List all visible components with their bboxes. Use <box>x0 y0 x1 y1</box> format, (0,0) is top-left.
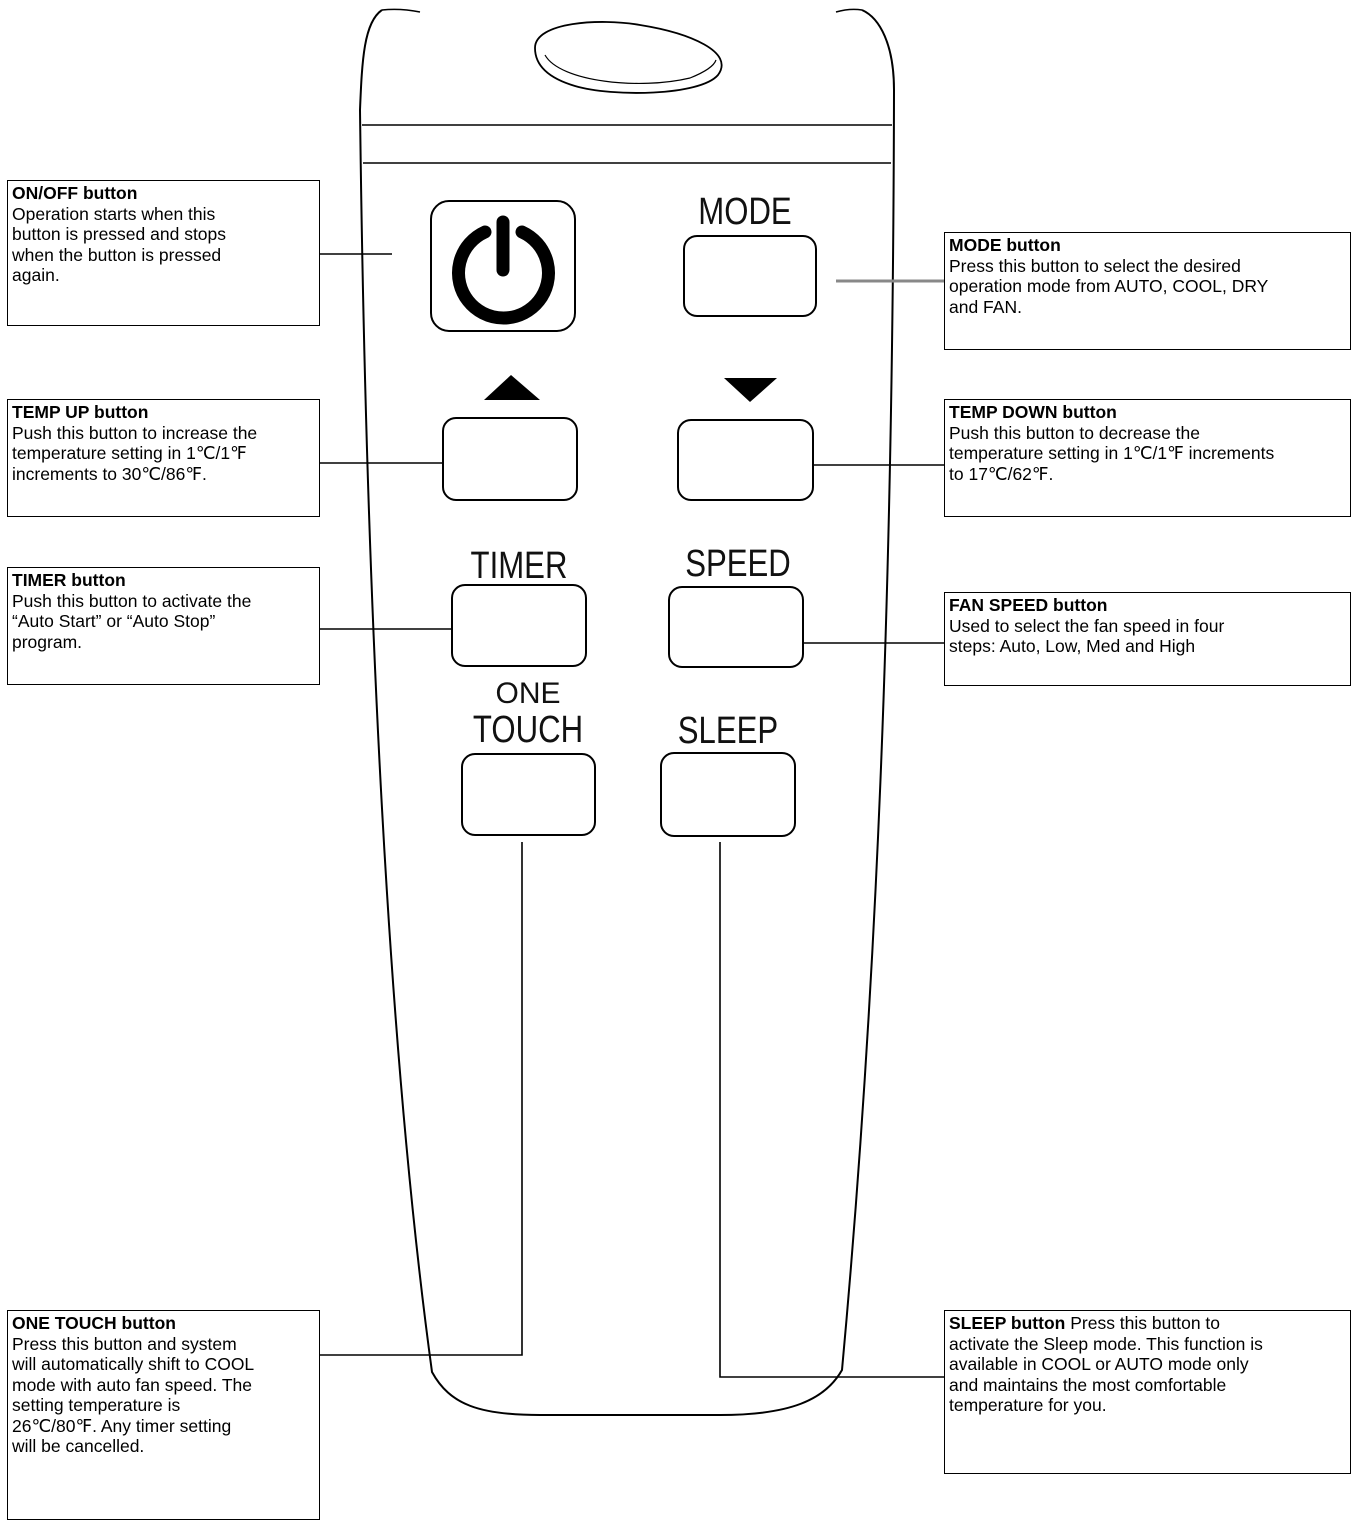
callout-line: will automatically shift to COOL <box>12 1354 255 1374</box>
sleep-label: SLEEP <box>678 710 778 752</box>
callout-line: and FAN. <box>949 296 1022 317</box>
on-off-callout: ON/OFF button Operation starts when this… <box>7 180 320 326</box>
leader-lines <box>320 253 944 1378</box>
callout-line: to 17℃/62℉. <box>949 463 1054 484</box>
callout-line: Operation starts when this <box>12 203 216 224</box>
callout-line: Push this button to increase the <box>12 422 258 443</box>
temp-up-callout-title: TEMP UP button <box>12 402 149 422</box>
callout-line: operation mode from AUTO, COOL, DRY <box>949 276 1269 296</box>
temp-down-callout: TEMP DOWN button Push this button to dec… <box>944 399 1351 517</box>
callout-line: increments to 30℃/86℉. <box>12 463 207 484</box>
fan-speed-callout: FAN SPEED button Used to select the fan … <box>944 592 1351 686</box>
fan-speed-callout-title: FAN SPEED button <box>949 595 1108 615</box>
callout-line: setting temperature is <box>12 1395 181 1415</box>
callout-line: when the button is pressed <box>12 244 222 265</box>
sleep-callout-first-line: SLEEP button Press this button to <box>949 1313 1346 1334</box>
one-touch-callout: ONE TOUCH button Press this button and s… <box>7 1310 320 1520</box>
temp-up-callout: TEMP UP button Push this button to incre… <box>7 399 320 517</box>
callout-line: temperature for you. <box>949 1395 1107 1415</box>
callout-line: Press this button to select the desired <box>949 255 1241 276</box>
sleep-button[interactable] <box>660 752 796 837</box>
callout-line: and maintains the most comfortable <box>949 1374 1227 1395</box>
power-icon <box>452 225 555 325</box>
callout-line: Push this button to decrease the <box>949 422 1200 443</box>
callout-line: temperature setting in 1℃/1℉ <box>12 443 247 463</box>
temp-up-button[interactable] <box>442 417 578 501</box>
down-arrow-icon <box>724 378 777 402</box>
on-off-callout-title: ON/OFF button <box>12 183 138 203</box>
timer-label: TIMER <box>471 545 568 587</box>
callout-line: again. <box>12 265 60 285</box>
mode-callout: MODE button Press this button to select … <box>944 232 1351 350</box>
callout-line: available in COOL or AUTO mode only <box>949 1354 1249 1374</box>
callout-line: mode with auto fan speed. The <box>12 1374 252 1395</box>
callout-line: Press this button to <box>1065 1313 1221 1333</box>
timer-callout: TIMER button Push this button to activat… <box>7 567 320 685</box>
callout-line: activate the Sleep mode. This function i… <box>949 1333 1263 1354</box>
mode-label: MODE <box>698 191 791 233</box>
up-arrow-icon <box>484 375 540 400</box>
remote-body <box>358 9 896 1416</box>
sleep-callout: SLEEP button Press this button to activa… <box>944 1310 1351 1474</box>
mode-callout-title: MODE button <box>949 235 1061 255</box>
callout-line: Press this button and system <box>12 1333 237 1354</box>
callout-line: program. <box>12 631 83 652</box>
callout-line: Push this button to activate the <box>12 590 252 611</box>
callout-line: steps: Auto, Low, Med and High <box>949 636 1196 656</box>
mode-button[interactable] <box>683 235 817 317</box>
callout-line: will be cancelled. <box>12 1436 145 1456</box>
one-touch-label-line2: TOUCH <box>473 709 583 751</box>
one-touch-callout-title: ONE TOUCH button <box>12 1313 176 1333</box>
fan-speed-button[interactable] <box>668 586 804 668</box>
callout-line: button is pressed and stops <box>12 224 227 244</box>
callout-line: 26℃/80℉. Any timer setting <box>12 1415 232 1436</box>
timer-button[interactable] <box>451 584 587 667</box>
sleep-callout-title: SLEEP button <box>949 1313 1066 1333</box>
callout-line: temperature setting in 1℃/1℉ increments <box>949 443 1275 463</box>
timer-callout-title: TIMER button <box>12 570 126 590</box>
temp-down-callout-title: TEMP DOWN button <box>949 402 1117 422</box>
speed-label: SPEED <box>685 543 791 585</box>
ir-window <box>534 21 723 94</box>
callout-line: Used to select the fan speed in four <box>949 615 1225 636</box>
on-off-button[interactable] <box>430 200 576 332</box>
one-touch-button[interactable] <box>461 753 596 836</box>
callout-line: “Auto Start” or “Auto Stop” <box>12 611 216 631</box>
one-touch-label-line1: ONE <box>495 677 560 710</box>
temp-down-button[interactable] <box>677 419 814 501</box>
